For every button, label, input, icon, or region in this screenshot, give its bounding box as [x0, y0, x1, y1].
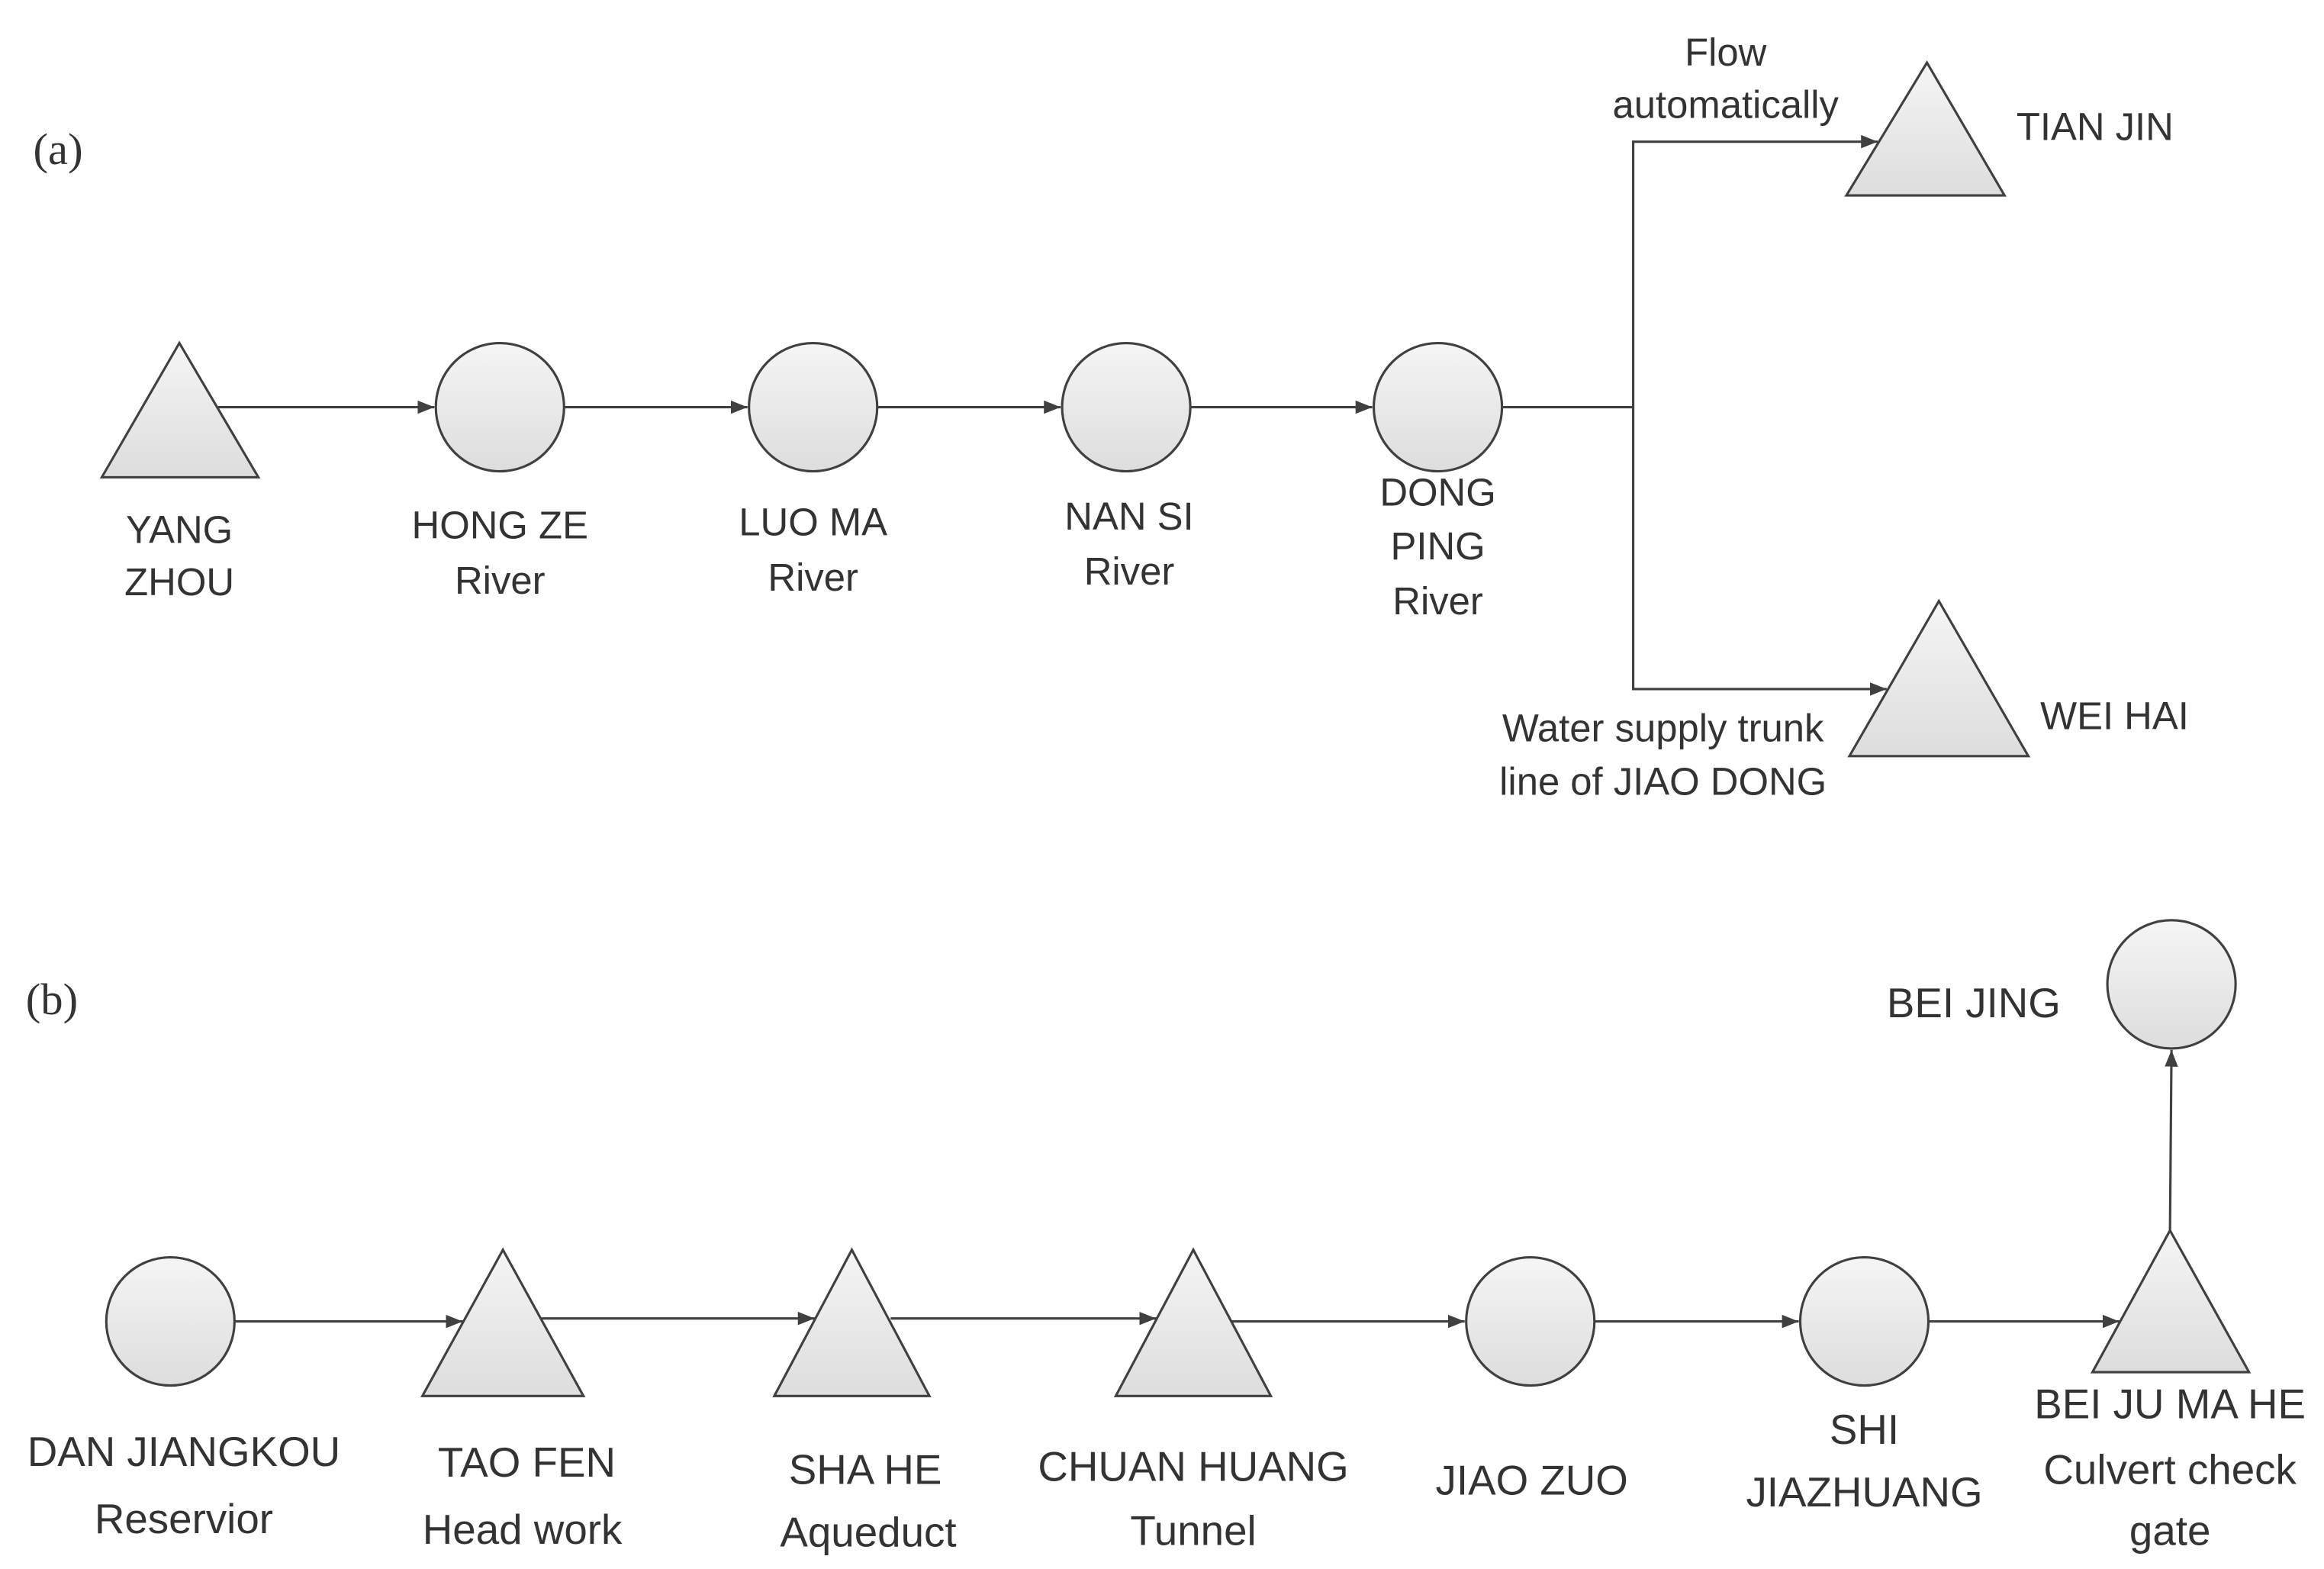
edge-label-flow-line-1: Flow — [1685, 31, 1767, 74]
panel-a-tag: (a) — [34, 124, 83, 174]
node-dong-ping-circle — [1372, 341, 1504, 473]
node-luo-ma-circle — [748, 341, 879, 473]
node-shi-jiazhuang-label-line-2: JIAZHUANG — [1746, 1468, 1982, 1516]
panel-b-tag: (b) — [26, 975, 78, 1024]
node-bei-jing-circle — [2106, 919, 2237, 1050]
node-wei-hai-triangle — [1847, 598, 2031, 758]
node-sha-he-label-line-2: Aqueduct — [780, 1509, 956, 1556]
node-sha-he-triangle — [772, 1247, 932, 1397]
node-wei-hai-label: WEI HAI — [2040, 694, 2189, 738]
node-sha-he-label-line-1: SHA HE — [789, 1446, 942, 1493]
panel-a: (a) YANG ZHOU HONG ZE River LUO MA River… — [34, 31, 2189, 804]
node-luo-ma-label-line-2: River — [768, 556, 858, 599]
node-dan-jiangkou-label-line-2: Reservior — [95, 1495, 273, 1542]
node-tao-fen-triangle — [420, 1247, 586, 1397]
node-hong-ze-label-line-1: HONG ZE — [412, 504, 588, 547]
node-bei-jing-label: BEI JING — [1887, 979, 2061, 1026]
node-bei-ju-ma-he-label-line-2: Culvert check — [2043, 1446, 2297, 1493]
node-dong-ping-label-line-2: PING — [1390, 524, 1485, 568]
node-nan-si-label-line-2: River — [1084, 549, 1175, 593]
edge-label-flow-line-2: automatically — [1613, 82, 1840, 126]
node-luo-ma-label-line-1: LUO MA — [739, 501, 887, 544]
node-tian-jin-triangle — [1844, 60, 2007, 197]
node-nan-si-label-line-1: NAN SI — [1064, 495, 1193, 538]
node-hong-ze-circle — [434, 341, 565, 473]
node-nan-si-circle — [1061, 341, 1192, 473]
node-hong-ze-label-line-2: River — [455, 559, 546, 602]
edge-label-trunk-line-1: Water supply trunk — [1502, 706, 1824, 749]
node-jiao-zuo-label: JIAO ZUO — [1436, 1456, 1628, 1503]
node-chuan-huang-label-line-2: Tunnel — [1130, 1507, 1256, 1555]
node-dong-ping-label-line-1: DONG — [1379, 471, 1495, 514]
node-bei-ju-ma-he-label-line-1: BEI JU MA HE — [2034, 1381, 2306, 1428]
node-jiao-zuo-circle — [1465, 1255, 1596, 1387]
edge-bei-ju-ma-he-to-bei-jing — [2165, 1049, 2178, 1231]
edge-label-trunk-line-2: line of JIAO DONG — [1499, 760, 1827, 804]
node-tian-jin-label: TIAN JIN — [2017, 105, 2174, 149]
node-dan-jiangkou-label-line-1: DAN JIANGKOU — [27, 1428, 340, 1475]
panel-b: (b) DAN JIANGKOU Reservior TAO FEN Head … — [26, 919, 2306, 1556]
node-dong-ping-label-line-3: River — [1392, 579, 1483, 623]
node-shi-jiazhuang-label-line-1: SHI — [1830, 1406, 1899, 1453]
node-tao-fen-label-line-1: TAO FEN — [438, 1439, 616, 1486]
node-yang-zhou-label-line-1: YANG — [126, 507, 233, 551]
node-tao-fen-label-line-2: Head work — [423, 1506, 623, 1553]
node-chuan-huang-label-line-1: CHUAN HUANG — [1038, 1443, 1348, 1490]
node-bei-ju-ma-he-label-line-3: gate — [2129, 1507, 2210, 1555]
node-dan-jiangkou-circle — [105, 1255, 236, 1387]
node-bei-ju-ma-he-triangle — [2090, 1228, 2252, 1374]
node-yang-zhou-label-line-2: ZHOU — [124, 560, 234, 604]
node-yang-zhou-triangle — [99, 340, 261, 478]
node-chuan-huang-triangle — [1113, 1247, 1273, 1397]
node-shi-jiazhuang-circle — [1798, 1255, 1930, 1387]
